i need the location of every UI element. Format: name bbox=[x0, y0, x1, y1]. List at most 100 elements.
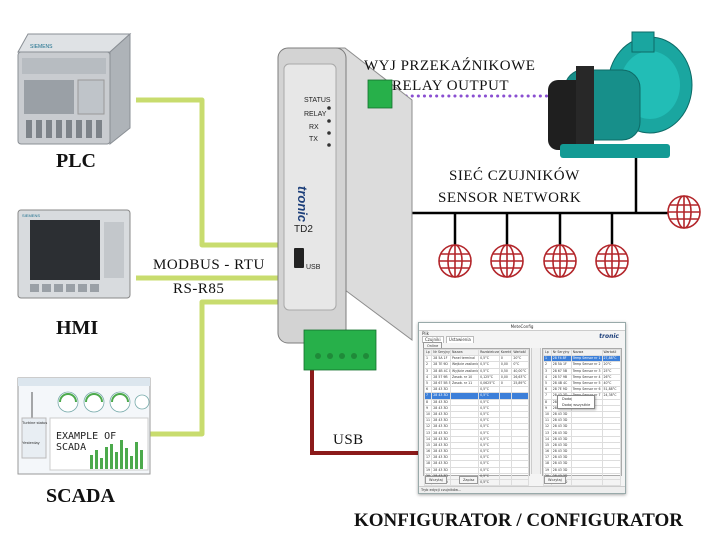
table-cell: Wejście zasilania bbox=[449, 361, 480, 369]
table-cell: Panel terminal bbox=[449, 355, 480, 363]
menu-file[interactable]: Plik bbox=[422, 331, 429, 336]
left-header[interactable]: Korekta bbox=[498, 348, 513, 357]
hmi-brand: SIEMENS bbox=[22, 213, 40, 218]
scada-screen bbox=[17, 377, 151, 475]
relay-label-2: RELAY OUTPUT bbox=[392, 78, 509, 94]
load-button[interactable]: Wczytaj bbox=[425, 476, 447, 484]
left-header[interactable]: Wartość bbox=[511, 348, 529, 357]
wire-scada bbox=[150, 299, 282, 437]
table-cell: 28 43 3D bbox=[431, 417, 451, 425]
status-bar: Tryb edycji czujników... bbox=[419, 486, 625, 493]
tab-bar: Czujniki Ustawienia bbox=[419, 336, 625, 343]
led-label-relay: RELAY bbox=[304, 111, 327, 118]
sensor-bus bbox=[395, 150, 668, 245]
rs485-wires bbox=[136, 97, 282, 437]
table-cell: 28 43 3D bbox=[431, 460, 451, 468]
table-cell: 28 43 3D bbox=[431, 466, 451, 474]
table-cell bbox=[570, 478, 603, 487]
table-cell: 28 4B 4C 0 bbox=[431, 367, 451, 375]
configurator-label: KONFIGURATOR / CONFIGURATOR bbox=[354, 510, 684, 531]
table-cell: 28 43 3D bbox=[431, 423, 451, 431]
led-label-rx: RX bbox=[309, 124, 319, 131]
table-cell: 28 43 3D bbox=[431, 386, 451, 394]
usb-label: USB bbox=[333, 432, 364, 448]
table-cell: 28 43 3D bbox=[431, 398, 451, 406]
left-header[interactable]: Rozdzielczość bbox=[478, 348, 500, 357]
plc-device: SIEMENS bbox=[17, 32, 132, 146]
table-cell bbox=[498, 478, 513, 487]
table-cell: 28 43 3D bbox=[431, 454, 451, 462]
table-cell: 28 43 3D bbox=[431, 441, 451, 450]
module-port-label: USB bbox=[306, 264, 321, 271]
table-cell: 28 43 3D bbox=[431, 429, 451, 437]
relay-label-1: WYJ PRZEKAŹNIKOWE bbox=[364, 58, 536, 74]
td2-module: STATUS RELAY RX TX tronic TD2 USB bbox=[277, 47, 413, 371]
hmi-label: HMI bbox=[56, 317, 99, 339]
write-button[interactable]: Zapisz bbox=[459, 476, 479, 484]
hmi-device: SIEMENS bbox=[17, 209, 131, 299]
modbus-label-1: MODBUS - RTU bbox=[153, 257, 265, 273]
modbus-label-2: RS-R85 bbox=[173, 281, 225, 297]
window-title: MeteConfig bbox=[419, 323, 625, 331]
pump-icon bbox=[548, 31, 693, 158]
table-cell: 26,63°C bbox=[511, 373, 529, 381]
module-model: TD2 bbox=[294, 224, 313, 235]
table-cell: 40,00°C bbox=[511, 367, 529, 375]
led-label-tx: TX bbox=[309, 136, 318, 143]
table-cell: Temp Sensor nr 5 bbox=[570, 379, 603, 388]
sensor-icons bbox=[438, 195, 701, 278]
left-scrollbar[interactable] bbox=[531, 348, 541, 474]
tab-sensors[interactable]: Czujniki bbox=[422, 336, 444, 343]
scada-yesterday: Yesterday bbox=[22, 440, 40, 445]
sensor-globe-icon bbox=[595, 244, 629, 278]
configurator-window: MeteConfig Plik Czujniki Ustawienia tron… bbox=[418, 322, 626, 494]
read-button[interactable]: Wczytaj bbox=[544, 476, 566, 484]
usb-wire bbox=[310, 365, 420, 455]
context-item-add-all[interactable]: Dodaj wszystkie bbox=[562, 403, 591, 407]
sensor-globe-icon bbox=[667, 195, 701, 229]
plc-brand: SIEMENS bbox=[30, 44, 53, 50]
table-cell: Temp Sensor nr 3 bbox=[570, 367, 603, 375]
sensor-globe-icon bbox=[490, 244, 524, 278]
table-cell: 28 43 3D bbox=[431, 435, 451, 443]
left-header[interactable]: Nr Seryjny bbox=[431, 348, 451, 357]
wire-plc bbox=[136, 97, 282, 248]
tab-settings[interactable]: Ustawienia bbox=[445, 336, 474, 343]
table-cell: Temp Sensor nr 6 bbox=[570, 386, 603, 394]
sensor-label-2: SENSOR NETWORK bbox=[438, 190, 582, 206]
table-cell: Temp Sensor nr 1 bbox=[570, 355, 603, 363]
table-cell bbox=[511, 478, 529, 487]
led-label-status: STATUS bbox=[304, 97, 331, 104]
module-brand: tronic bbox=[295, 186, 310, 223]
table-cell: 28 43 3D bbox=[431, 392, 451, 400]
scada-example-text: EXAMPLE OF SCADA bbox=[56, 431, 117, 453]
sensor-globe-icon bbox=[438, 244, 472, 278]
right-header[interactable]: Nr Seryjny bbox=[550, 348, 572, 357]
table-cell: 0,5°C bbox=[478, 478, 500, 487]
table-cell: 28 43 3D bbox=[431, 404, 451, 412]
table-cell: 28 7E 9D bbox=[431, 361, 451, 369]
context-item-add[interactable]: Dodaj bbox=[562, 397, 573, 401]
context-menu: Dodaj Dodaj wszystkie bbox=[557, 395, 595, 409]
table-cell: 28 43 3D bbox=[431, 447, 451, 456]
sensor-globe-icon bbox=[543, 244, 577, 278]
scada-panel-title: Turbine status bbox=[22, 420, 48, 425]
plc-label: PLC bbox=[56, 150, 96, 172]
